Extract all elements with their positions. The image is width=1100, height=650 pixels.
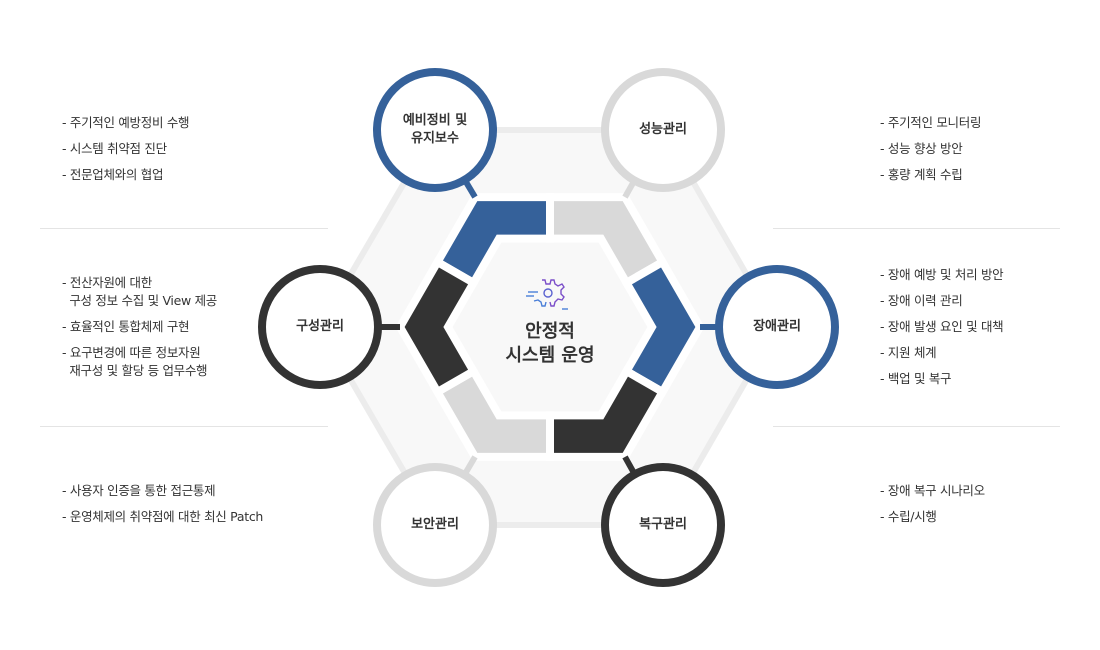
list-item: - 수립/시행 xyxy=(880,509,937,524)
left-divider xyxy=(40,426,328,427)
configuration-description: - 전산자원에 대한 구성 정보 수집 및 View 제공 - 효율적인 통합체… xyxy=(62,274,217,388)
right-divider xyxy=(773,228,1060,229)
center-title-line1: 안정적 xyxy=(525,321,575,342)
list-item: - 요구변경에 따른 정보자원 재구성 및 할당 등 업무수행 xyxy=(62,345,208,378)
list-item: - 주기적인 예방정비 수행 xyxy=(62,115,190,130)
list-item: - 백업 및 복구 xyxy=(880,371,952,386)
list-item: - 사용자 인증을 통한 접근통제 xyxy=(62,483,216,498)
node-label-configuration: 구성관리 xyxy=(296,319,344,334)
list-item: - 장애 이력 관리 xyxy=(880,293,963,308)
node-circle-configuration xyxy=(258,265,382,389)
maintenance-description: - 주기적인 예방정비 수행 - 시스템 취약점 진단 - 전문업체와의 협업 xyxy=(62,114,190,192)
list-item: - 운영체제의 취약점에 대한 최신 Patch xyxy=(62,509,264,524)
list-item: - 성능 향상 방안 xyxy=(880,141,963,156)
node-circle-recovery xyxy=(601,463,725,587)
right-divider xyxy=(773,426,1060,427)
node-label-security: 보안관리 xyxy=(411,517,459,532)
node-circle-security xyxy=(373,463,497,587)
node-label-failure: 장애관리 xyxy=(753,319,801,334)
list-item: - 시스템 취약점 진단 xyxy=(62,141,167,156)
list-item: - 전문업체와의 협업 xyxy=(62,167,164,182)
list-item: - 장애 발생 요인 및 대책 xyxy=(880,319,1004,334)
node-circle-performance xyxy=(601,68,725,192)
node-label-performance: 성능관리 xyxy=(639,122,687,137)
node-label-recovery: 복구관리 xyxy=(639,517,687,532)
center-title-line2: 시스템 운영 xyxy=(505,345,595,366)
performance-description: - 주기적인 모니터링 - 성능 향상 방안 - 홍량 계획 수립 xyxy=(880,114,981,192)
list-item: - 홍량 계획 수립 xyxy=(880,167,963,182)
list-item: - 장애 예방 및 처리 방안 xyxy=(880,267,1004,282)
recovery-description: - 장애 복구 시나리오 - 수립/시행 xyxy=(880,482,985,534)
node-circle-maintenance xyxy=(373,68,497,192)
list-item: - 효율적인 통합체제 구현 xyxy=(62,319,190,334)
node-label-maintenance: 예비정비 및 유지보수 xyxy=(402,113,468,146)
node-circle-failure xyxy=(715,265,839,389)
failure-description: - 장애 예방 및 처리 방안 - 장애 이력 관리 - 장애 발생 요인 및 … xyxy=(880,266,1004,396)
security-description: - 사용자 인증을 통한 접근통제 - 운영체제의 취약점에 대한 최신 Pat… xyxy=(62,482,263,534)
list-item: - 주기적인 모니터링 xyxy=(880,115,982,130)
left-divider xyxy=(40,228,328,229)
list-item: - 전산자원에 대한 구성 정보 수집 및 View 제공 xyxy=(62,275,217,308)
list-item: - 지원 체계 xyxy=(880,345,937,360)
list-item: - 장애 복구 시나리오 xyxy=(880,483,985,498)
gear-icon xyxy=(526,279,568,310)
center-title: 안정적 시스템 운영 xyxy=(505,320,594,368)
